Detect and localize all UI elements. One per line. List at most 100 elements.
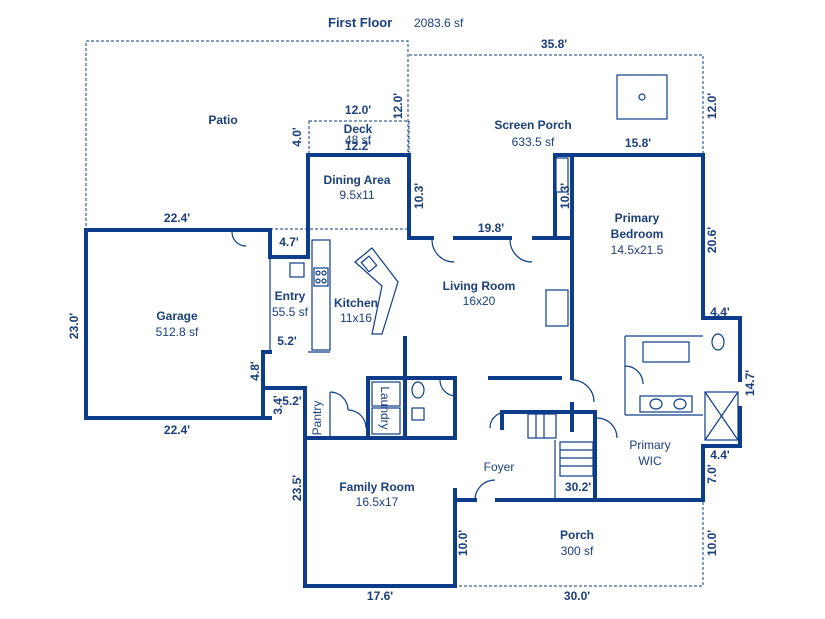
dim-family-23-5: 23.5' (290, 475, 304, 501)
burner-icon (315, 278, 321, 284)
burner-icon (321, 270, 327, 276)
deck-label: Deck (344, 122, 373, 136)
dim-wic-7-0: 7.0' (705, 464, 719, 484)
door-swing (489, 411, 507, 429)
patio-label: Patio (208, 113, 237, 127)
toilet-icon (411, 381, 425, 399)
primary-bedroom-label-2: Bedroom (611, 227, 664, 241)
laundry-label: Laundry (378, 386, 392, 429)
door-swing (624, 365, 644, 385)
dining-size: 9.5x11 (339, 188, 374, 202)
entry-label: Entry (275, 289, 306, 303)
kitchen-size: 11x16 (340, 311, 372, 325)
dim-living-19-8: 19.8' (478, 221, 504, 235)
porch-label: Porch (560, 528, 594, 542)
dim-porch-10-0-left: 10.0' (456, 530, 470, 556)
dim-bath-14-7: 14.7' (743, 370, 757, 396)
garage-label: Garage (156, 309, 198, 323)
family-room-wall (303, 390, 457, 588)
plan-title: First Floor (328, 15, 392, 30)
dining-label: Dining Area (324, 173, 391, 187)
screen-porch-area: 633.5 sf (512, 135, 555, 149)
dim-bath-4-4-bottom: 4.4' (710, 448, 730, 462)
garage-area: 512.8 sf (156, 325, 199, 339)
garage-wall (84, 228, 272, 420)
door-swing (329, 391, 349, 411)
dim-garage-22-4-top: 22.4' (164, 211, 190, 225)
dim-entry-4-7: 4.7' (279, 235, 299, 249)
entry-sink-icon (289, 262, 305, 278)
porch-outline (454, 500, 704, 587)
half-bath-sink-icon (411, 407, 425, 421)
room-labels: Patio Deck 48 sf Screen Porch 633.5 sf D… (156, 113, 671, 558)
vanity-sink-icon (673, 398, 687, 410)
family-room-size: 16.5x17 (356, 495, 399, 509)
door-swing (431, 239, 455, 263)
total-area: 2083.6 sf (414, 16, 464, 30)
primary-wic-label-2: WIC (638, 454, 662, 468)
vanity-sink-icon (649, 398, 663, 410)
dim-porch-30-0: 30.0' (564, 589, 590, 603)
foyer-label: Foyer (484, 460, 515, 474)
stairs-lower (559, 441, 594, 477)
hot-tub-drain-icon (638, 93, 646, 101)
screen-porch-inner-wall (553, 153, 705, 320)
dim-dining-10-3: 10.3' (412, 183, 426, 209)
dining-wall (306, 153, 434, 259)
deck-area: 48 sf (345, 133, 372, 147)
living-room-label: Living Room (443, 279, 516, 293)
washer-icon (371, 381, 401, 407)
primary-wic-label: Primary (629, 438, 670, 452)
shower-diagonal (704, 391, 739, 441)
door-swing (571, 379, 595, 403)
door-swing (474, 479, 496, 501)
dim-bath-4-4-top: 4.4' (710, 305, 730, 319)
primary-toilet-icon (711, 333, 725, 351)
walls (84, 153, 742, 588)
dim-screen-12-0: 12.0' (705, 93, 719, 119)
bathtub-icon (642, 341, 690, 363)
fireplace-icon (545, 289, 569, 327)
dryer-icon (371, 407, 401, 435)
fixtures (168, 74, 739, 501)
dim-garage-22-4-bottom: 22.4' (164, 423, 190, 437)
porch-cabinet (555, 157, 569, 193)
door-swing (596, 417, 618, 439)
dim-deck-12-0: 12.0' (345, 103, 371, 117)
deck-outline (308, 120, 410, 156)
dim-entry-3-4: 3.4' (271, 395, 285, 415)
dimension-labels: 35.8' 12.0' 12.0' 12.2' 4.0' 12.0' 15.8'… (67, 37, 757, 603)
bath-bump-wall-lower (701, 406, 742, 502)
entry-area: 55.5 sf (272, 305, 309, 319)
screen-porch-label: Screen Porch (494, 118, 571, 132)
dim-garage-23-0: 23.0' (67, 313, 81, 339)
pantry-label: Pantry (310, 401, 324, 436)
dim-foyer-30-2: 30.2' (565, 480, 591, 494)
dim-35-8: 35.8' (541, 37, 567, 51)
door-swing (231, 231, 247, 247)
dim-deck-4-0: 4.0' (290, 127, 304, 147)
screen-porch-outline (409, 54, 704, 155)
kitchen-island (354, 247, 399, 335)
dim-porch-10-0-right: 10.0' (705, 530, 719, 556)
porch-area: 300 sf (561, 544, 594, 558)
family-room-label: Family Room (339, 480, 414, 494)
island-sink-icon (360, 255, 378, 273)
stair-wall (500, 410, 597, 442)
dim-screen-15-8: 15.8' (625, 136, 651, 150)
dim-entry-5-2-a: 5.2' (277, 334, 297, 348)
dim-screen-10-3: 10.3' (558, 183, 572, 209)
dim-deck-12-0-v: 12.0' (391, 93, 405, 119)
stove-icon (313, 267, 329, 287)
dim-deck-12-2: 12.2' (345, 139, 371, 153)
bath-bump-wall (701, 316, 742, 382)
dim-bed-20-6: 20.6' (705, 227, 719, 253)
kitchen-counter (311, 239, 331, 351)
dim-entry-4-8: 4.8' (248, 361, 262, 381)
stairs-upper (527, 413, 557, 439)
burner-icon (315, 270, 321, 276)
burner-icon (321, 278, 327, 284)
door-swing (509, 239, 533, 263)
dim-family-17-6: 17.6' (367, 589, 393, 603)
